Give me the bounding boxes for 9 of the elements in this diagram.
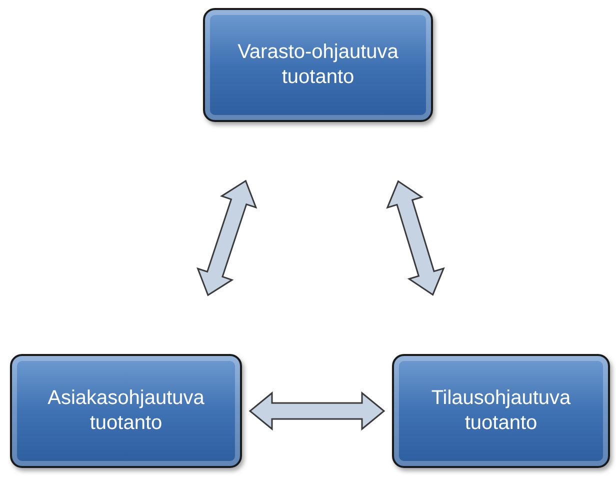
process-box — [392, 354, 610, 468]
box-label: Varasto-ohjautuva tuotanto — [236, 40, 400, 90]
double-arrow — [386, 180, 445, 296]
process-box — [10, 354, 242, 468]
box-label: Asiakasohjautuva tuotanto — [46, 386, 206, 436]
process-box — [203, 8, 433, 122]
double-arrow — [196, 180, 258, 296]
double-arrow — [248, 391, 386, 431]
box-label: Tilausohjautuva tuotanto — [430, 386, 572, 436]
